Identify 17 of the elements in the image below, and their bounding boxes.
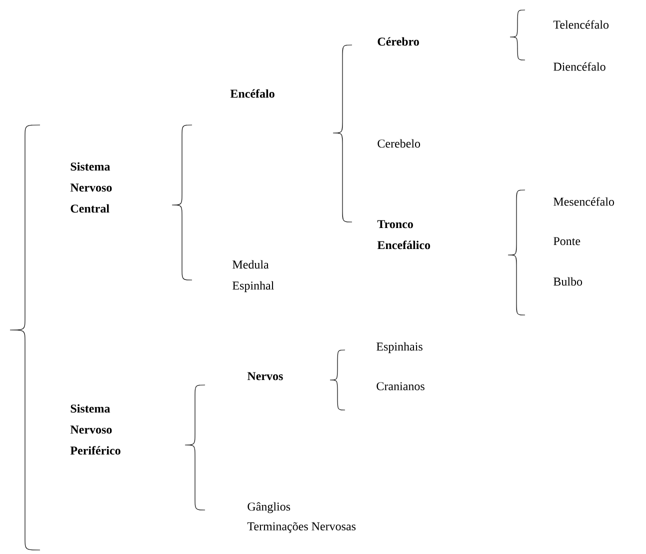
tree-label: Telencéfalo: [553, 20, 609, 29]
tree-label: Terminações Nervosas: [247, 522, 356, 533]
tree-label: Mesencéfalo: [554, 197, 614, 206]
tree-label: Nervos: [247, 372, 283, 380]
tree-label: Bulbo: [554, 277, 582, 286]
tree-label: Cranianos: [376, 382, 424, 390]
tree-label: Cérebro: [378, 37, 419, 46]
tree-label: Sistema Nervoso Periférico: [70, 404, 120, 455]
tree-label: Diencéfalo: [554, 62, 606, 71]
tree-label: Cerebelo: [378, 139, 420, 148]
tree-label: Gânglios: [248, 502, 290, 514]
tree-label: Ponte: [554, 237, 580, 246]
tree-label: Medula Espinhal: [232, 260, 274, 292]
tree-label: Tronco Encefálico: [377, 220, 430, 250]
tree-label: Encéfalo: [230, 89, 274, 98]
tree-label: Sistema Nervoso Central: [70, 162, 112, 213]
tree-label: Espinhais: [376, 342, 422, 354]
